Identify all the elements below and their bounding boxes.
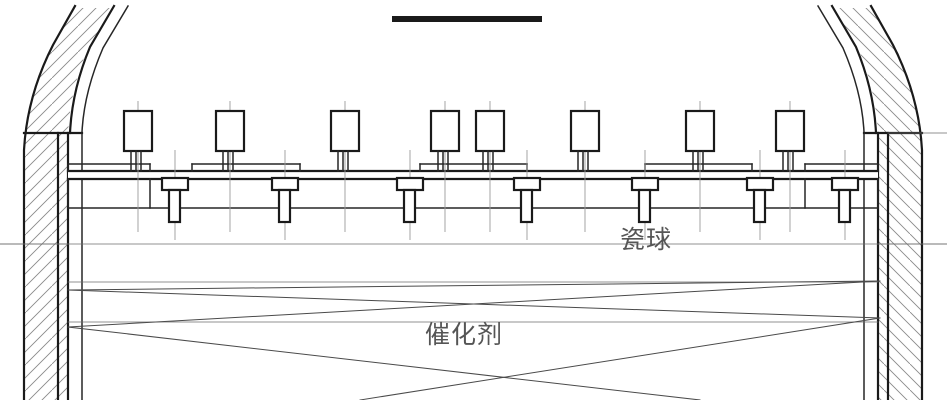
downcomer [630, 150, 660, 240]
distributor-cap-group [122, 101, 806, 232]
distributor-cap [429, 101, 461, 232]
distributor-cap [214, 101, 246, 232]
downcomer [270, 150, 300, 240]
distributor-cap [684, 101, 716, 232]
downcomer [395, 150, 425, 240]
downcomer [745, 150, 775, 240]
distributor-cap [122, 101, 154, 232]
distributor-cap [774, 101, 806, 232]
label-catalyst: 催化剂 [425, 320, 503, 349]
downcomer [830, 150, 860, 240]
downcomer [512, 150, 542, 240]
catalyst-bed-boundary-lines [67, 280, 881, 400]
distributor-tray [66, 163, 880, 209]
distributor-cap [569, 101, 601, 232]
distributor-cap [474, 101, 506, 232]
downcomer-group [160, 150, 860, 240]
bed-level-lines [0, 243, 947, 323]
downcomer [160, 150, 190, 240]
distributor-cap [329, 101, 361, 232]
label-ceramic-balls: 瓷球 [620, 225, 672, 254]
top-header-bar [392, 16, 542, 22]
